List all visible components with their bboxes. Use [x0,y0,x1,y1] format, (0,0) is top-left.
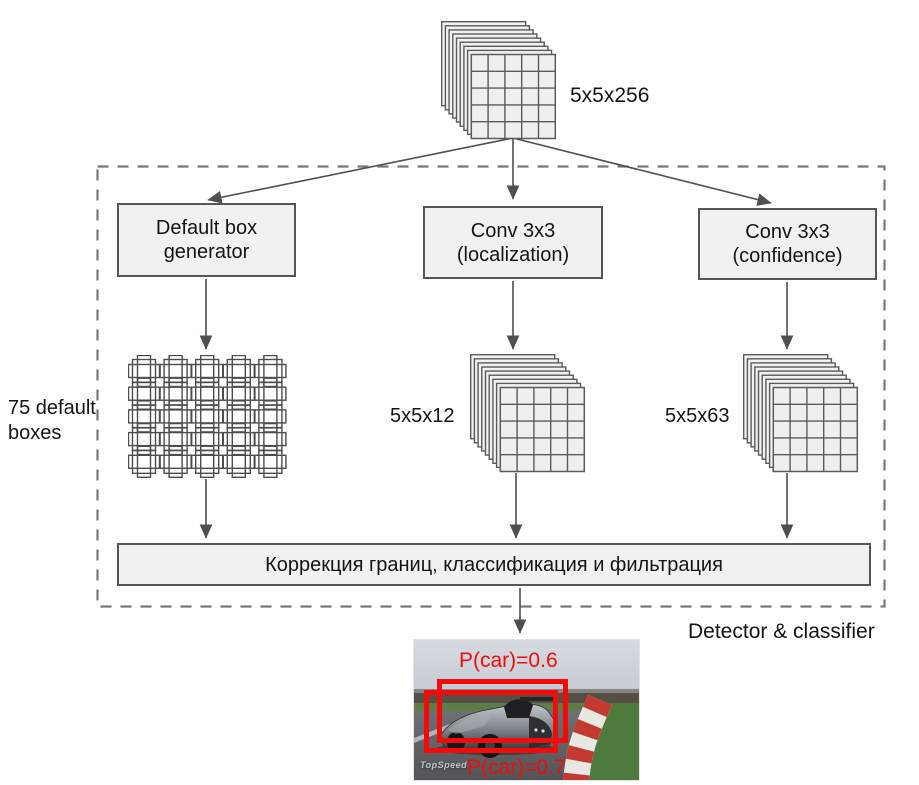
default-boxes-cluster [128,355,287,479]
output-detection-photo: P(car)=0.6 P(car)=0.7 TopSpeed [413,639,640,781]
merge-label: Коррекция границ, классификация и фильтр… [265,553,723,576]
input-label: 5x5x256 [570,84,650,107]
detection-label-top: P(car)=0.6 [459,649,558,672]
arrow-input-to-conv-conf [512,137,772,206]
default-box-generator-node: Default box generator [117,203,296,277]
localization-map-stack [470,354,586,473]
arrow-input-to-default-gen [207,137,514,204]
default-box-generator-label: Default box generator [155,217,258,263]
detection-bbox-0.7 [424,690,558,753]
default-boxes-count-label: 75 default boxes [8,397,96,444]
car-wing [520,697,556,701]
input-feature-map-stack [441,21,557,140]
car-rollbar [504,699,533,718]
conv-confidence-node: Conv 3x3 (confidence) [698,208,877,280]
localization-map-label: 5x5x12 [390,405,455,427]
detection-label-bottom: P(car)=0.7 [467,756,566,779]
merge-node: Коррекция границ, классификация и фильтр… [117,543,871,586]
conv-localization-label: Conv 3x3 (localization) [456,219,570,266]
curb-red-stripes [563,694,612,780]
detector-frame [96,165,886,608]
confidence-map-stack [743,354,859,473]
conv-confidence-label: Conv 3x3 (confidence) [732,221,843,267]
detector-frame-label: Detector & classifier [688,620,875,643]
photo-watermark: TopSpeed [420,760,468,770]
detection-bbox-0.6 [437,679,568,743]
confidence-map-label: 5x5x63 [665,405,730,427]
conv-localization-node: Conv 3x3 (localization) [423,206,603,279]
